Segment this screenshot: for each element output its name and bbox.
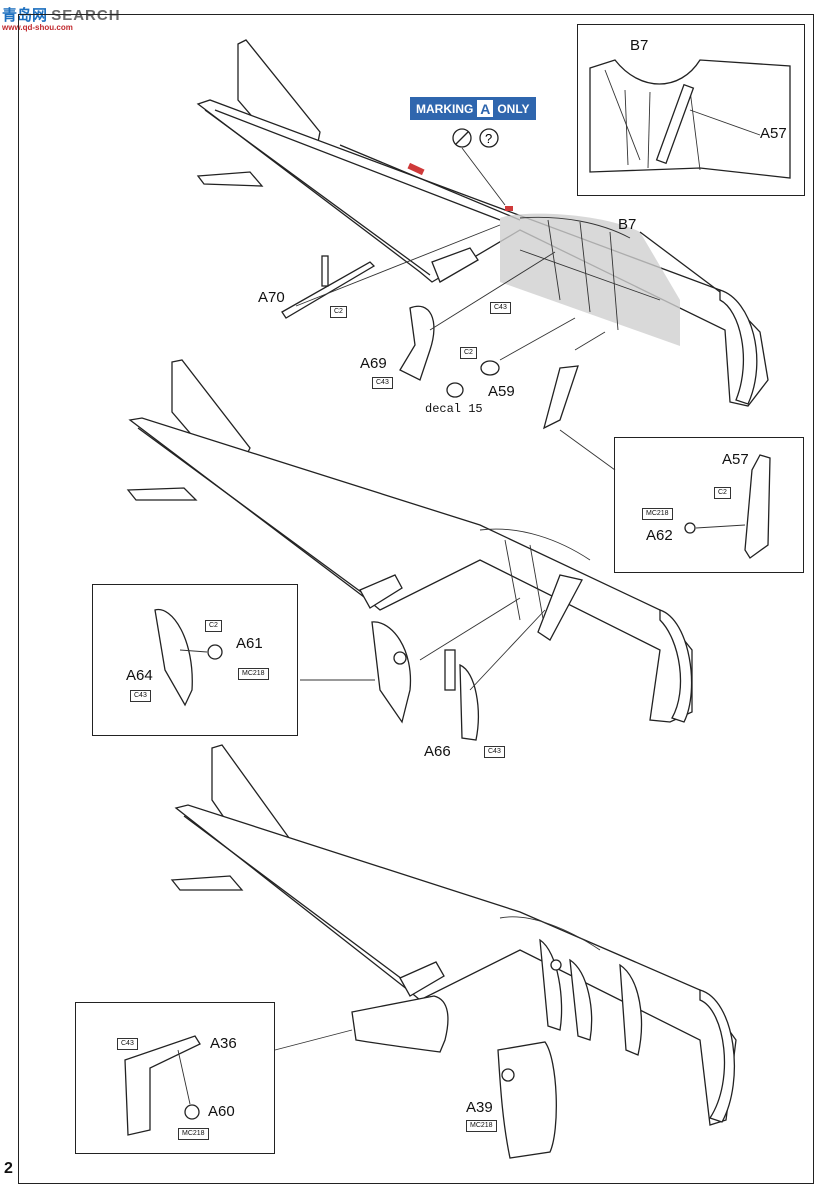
marking-badge: MARKING A ONLY <box>410 97 536 120</box>
inset-a62-label: A62 <box>646 527 673 544</box>
inset-top-a57: A57 <box>760 125 787 142</box>
marking-word1: MARKING <box>416 101 474 116</box>
watermark-url: www.qd-shou.com <box>2 23 73 32</box>
marking-word2: ONLY <box>497 101 530 116</box>
inset2-tag-c43: C43 <box>130 690 151 702</box>
inset-a57-tag-c2: C2 <box>714 487 731 499</box>
inset-top-frame <box>577 24 805 196</box>
inset2-a61: A61 <box>236 635 263 652</box>
inset3-tag-c43: C43 <box>117 1038 138 1050</box>
inset-step2-drawing <box>154 608 223 707</box>
step2-fuselage <box>126 359 693 741</box>
inset-a57-label: A57 <box>722 451 749 468</box>
svg-text:?: ? <box>485 131 492 146</box>
label-decal: decal 15 <box>425 402 483 416</box>
tag-c2-a70: C2 <box>330 306 347 318</box>
tag-mc218-a39: MC218 <box>466 1120 497 1132</box>
inset2-tag-c2: C2 <box>205 620 222 632</box>
page-frame <box>18 14 814 1184</box>
label-a66: A66 <box>424 743 451 760</box>
tag-c2-a59: C2 <box>460 347 477 359</box>
inset2-tag-mc218: MC218 <box>238 668 269 680</box>
label-b7: B7 <box>618 216 637 233</box>
label-a59: A59 <box>488 383 515 400</box>
tag-c43-a66: C43 <box>484 746 505 758</box>
inset3-tag-mc218: MC218 <box>178 1128 209 1140</box>
tag-c43-fuselage: C43 <box>490 302 511 314</box>
inset-top-b7: B7 <box>630 37 649 54</box>
inset2-a64: A64 <box>126 667 153 684</box>
inset-step3-frame <box>75 1002 275 1154</box>
inset-a57-frame <box>614 437 804 573</box>
inset-step3-drawing <box>124 1035 201 1136</box>
step1-fuselage: ? <box>196 39 769 471</box>
tag-c43-a69: C43 <box>372 377 393 389</box>
inset-a57-drawing <box>684 454 771 559</box>
step3-fuselage <box>170 744 737 1159</box>
label-a69: A69 <box>360 355 387 372</box>
watermark-cn: 青岛网 <box>2 7 48 24</box>
marking-letter: A <box>477 100 494 117</box>
label-a70: A70 <box>258 289 285 306</box>
label-a39: A39 <box>466 1099 493 1116</box>
inset-a57-tag-mc218: MC218 <box>642 508 673 520</box>
inset-step2-frame <box>92 584 298 736</box>
watermark: 青岛网 SEARCH www.qd-shou.com <box>2 4 121 32</box>
inset3-a60: A60 <box>208 1103 235 1120</box>
inset3-a36: A36 <box>210 1035 237 1052</box>
watermark-en: SEARCH <box>51 7 121 24</box>
page-number: 2 <box>4 1160 13 1177</box>
inset-top-drawing <box>589 59 791 179</box>
